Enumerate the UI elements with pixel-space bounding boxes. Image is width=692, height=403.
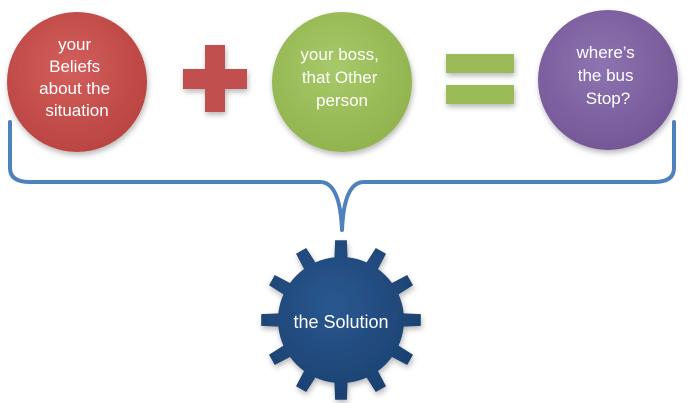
bus-stop-line-3: Stop?: [586, 89, 630, 108]
bus-stop-circle: where’s the bus Stop?: [538, 10, 678, 150]
beliefs-line-4: situation: [45, 101, 108, 120]
beliefs-circle-shape: [7, 12, 147, 152]
gear-icon: [261, 240, 421, 400]
solution-gear: the Solution: [261, 240, 421, 400]
plus-sign: [183, 45, 247, 112]
solution-label: the Solution: [293, 312, 388, 332]
boss-circle-label: your boss, that Other person: [300, 45, 383, 110]
equals-sign: [446, 54, 514, 104]
boss-line-1: your boss,: [300, 45, 378, 64]
beliefs-circle-label: your Beliefs about the situation: [39, 35, 115, 120]
boss-circle-shape: [272, 12, 412, 152]
plus-vertical-bar: [205, 45, 225, 112]
beliefs-line-3: about the: [39, 79, 110, 98]
bus-stop-line-2: the bus: [578, 66, 634, 85]
beliefs-line-2: Beliefs: [49, 57, 100, 76]
beliefs-circle: your Beliefs about the situation: [7, 12, 147, 152]
equals-top-bar: [446, 54, 514, 73]
bus-stop-line-1: where’s: [575, 43, 634, 62]
bus-stop-circle-shape: [538, 10, 678, 150]
equals-bottom-bar: [446, 85, 514, 104]
grouping-brace: [8, 120, 676, 232]
boss-line-3: person: [316, 91, 368, 110]
boss-circle: your boss, that Other person: [272, 12, 412, 152]
boss-line-2: that Other: [302, 68, 378, 87]
beliefs-line-1: your: [58, 35, 91, 54]
bus-stop-circle-label: where’s the bus Stop?: [575, 43, 639, 108]
